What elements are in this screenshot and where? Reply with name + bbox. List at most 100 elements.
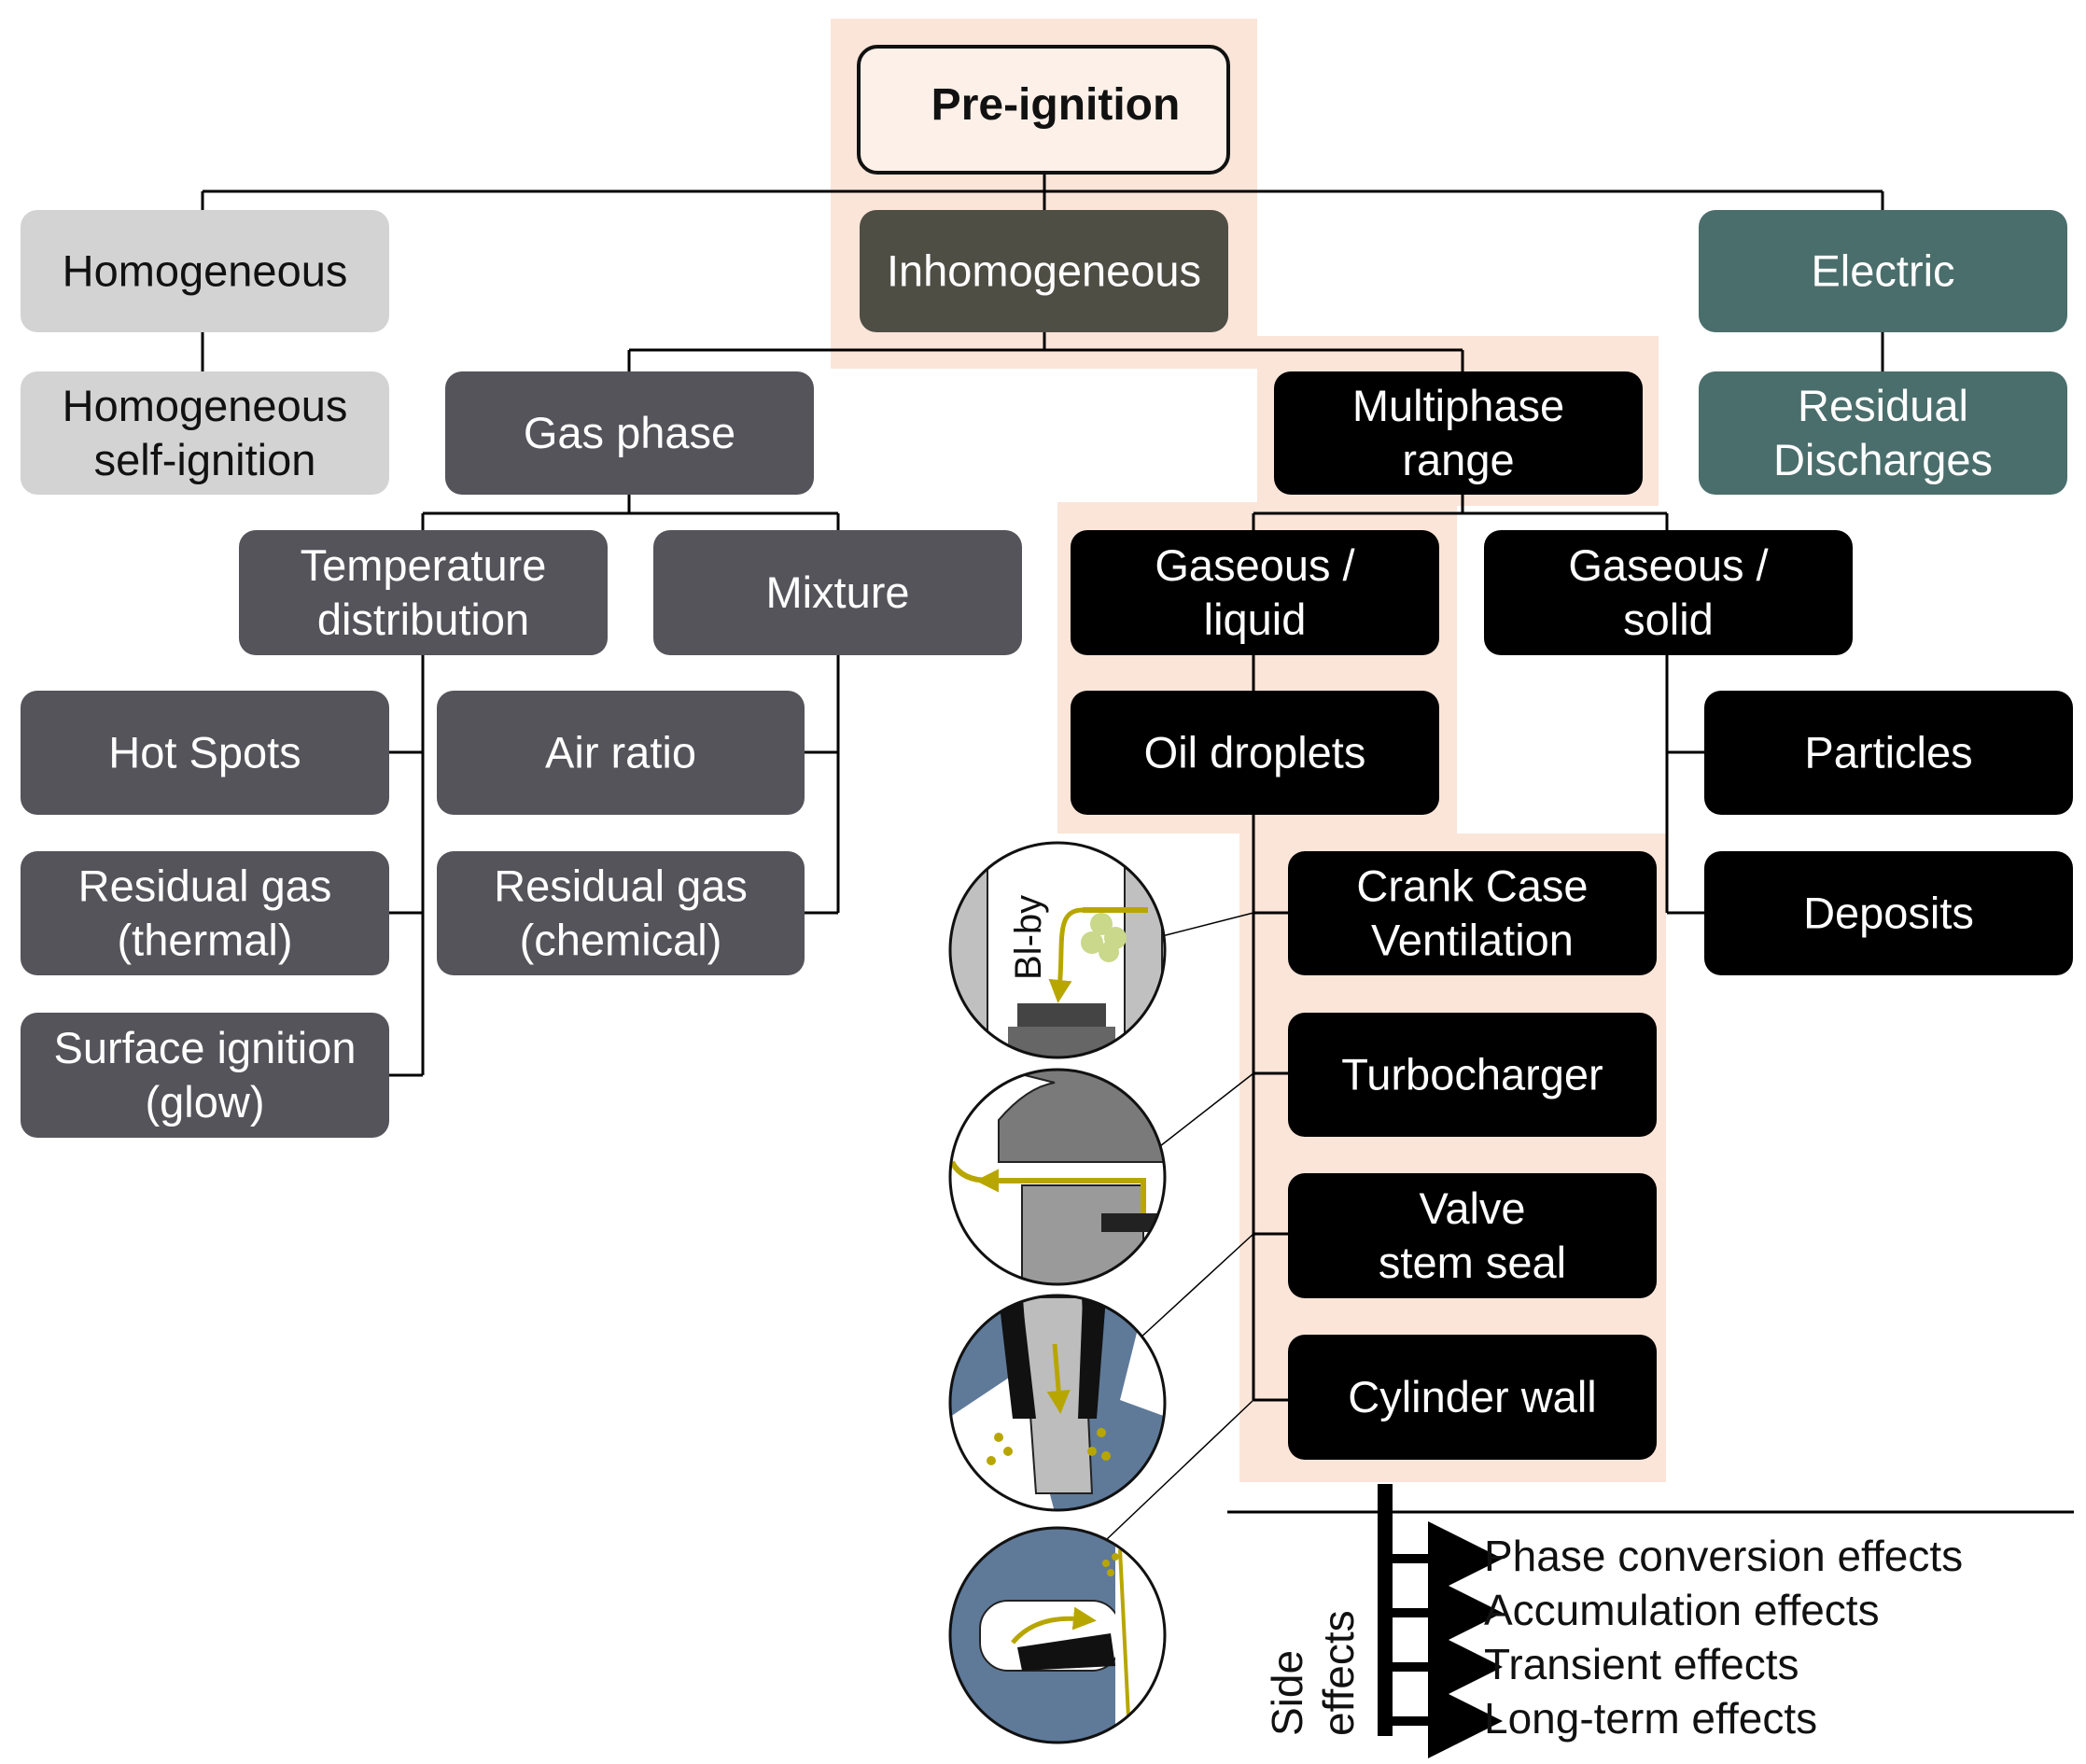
- node-box: [653, 530, 1022, 655]
- node-label: liquid: [1204, 595, 1307, 644]
- cylinder-wall-thumbnail: [948, 1526, 1167, 1744]
- node-box: [1071, 691, 1439, 815]
- node-label: Hot Spots: [108, 728, 301, 777]
- node-label: Gas phase: [524, 408, 735, 457]
- node-label: Crank Case: [1356, 861, 1588, 911]
- connector-gas-phase: [421, 495, 840, 530]
- side-effects-label-line2: effects: [1314, 1610, 1363, 1736]
- node-label: Mixture: [765, 567, 909, 617]
- node-label: Particles: [1804, 728, 1972, 777]
- node-label: Discharges: [1773, 435, 1993, 484]
- node-label: (thermal): [117, 916, 292, 965]
- node-label: Deposits: [1803, 889, 1974, 938]
- node-label: Residual gas: [78, 861, 332, 911]
- node-label: range: [1402, 435, 1514, 484]
- leader-crank-case: [1161, 912, 1254, 937]
- node-electric: Electric: [1699, 210, 2067, 332]
- connector-root: [201, 173, 1884, 210]
- node-particles: Particles: [1704, 691, 2073, 815]
- node-temperature-distribution: Temperature distribution: [239, 530, 608, 655]
- node-label: Air ratio: [545, 728, 696, 777]
- node-box: [1274, 371, 1643, 495]
- node-label: Cylinder wall: [1348, 1372, 1596, 1421]
- node-box: [860, 210, 1228, 332]
- node-box: [1699, 210, 2067, 332]
- node-box: [239, 530, 608, 655]
- node-turbocharger: Turbocharger: [1288, 1013, 1657, 1137]
- node-air-ratio: Air ratio: [437, 691, 805, 815]
- node-box: [21, 371, 389, 495]
- node-box: [21, 691, 389, 815]
- node-box: [1071, 530, 1439, 655]
- node-label: Temperature: [301, 540, 547, 590]
- node-valve-stem-seal: Valve stem seal: [1288, 1173, 1657, 1298]
- node-label: Residual: [1798, 381, 1968, 430]
- node-box: [1699, 371, 2067, 495]
- node-label: stem seal: [1379, 1238, 1566, 1287]
- connectors: [201, 173, 1884, 1541]
- connector-mixture: [805, 655, 840, 915]
- node-label: (glow): [146, 1077, 265, 1127]
- side-effect-item: Transient effects: [1484, 1640, 1799, 1688]
- node-label: Ventilation: [1371, 916, 1574, 965]
- node-label: Electric: [1811, 246, 1954, 296]
- node-label: Gaseous /: [1155, 540, 1355, 590]
- node-gaseous-liquid: Gaseous / liquid: [1071, 530, 1439, 655]
- node-oil-droplets: Oil droplets: [1071, 691, 1439, 815]
- node-residual-gas-chemical: Residual gas (chemical): [437, 851, 805, 975]
- node-label: solid: [1623, 595, 1714, 644]
- node-deposits: Deposits: [1704, 851, 2073, 975]
- node-label: Multiphase: [1352, 381, 1564, 430]
- node-label: Turbocharger: [1341, 1050, 1603, 1099]
- node-label: distribution: [317, 595, 529, 644]
- node-label: Oil droplets: [1144, 728, 1366, 777]
- side-effect-item: Accumulation effects: [1484, 1586, 1880, 1634]
- connector-multiphase: [1252, 495, 1669, 530]
- node-box: [1288, 1173, 1657, 1298]
- node-cylinder-wall: Cylinder wall: [1288, 1335, 1657, 1460]
- side-effect-item: Phase conversion effects: [1484, 1532, 1963, 1580]
- node-box: [21, 210, 389, 332]
- node-homogeneous: Homogeneous: [21, 210, 389, 332]
- node-label: Valve: [1419, 1183, 1525, 1233]
- root-node-pre-ignition: Pre-ignition: [857, 45, 1230, 175]
- node-box: [1288, 851, 1657, 975]
- node-label: Gaseous /: [1568, 540, 1769, 590]
- blowby-thumbnail: Bl-by: [948, 841, 1167, 1059]
- side-effects-panel: Side effects Phase conversion effects Ac…: [1227, 1484, 2074, 1758]
- leader-turbocharger: [1159, 1072, 1254, 1147]
- node-box: [1288, 1335, 1657, 1460]
- node-hot-spots: Hot Spots: [21, 691, 389, 815]
- node-gaseous-solid: Gaseous / solid: [1484, 530, 1853, 655]
- node-label: Residual gas: [494, 861, 748, 911]
- node-residual-gas-thermal: Residual gas (thermal): [21, 851, 389, 975]
- side-effect-item: Long-term effects: [1484, 1694, 1817, 1743]
- node-box: [437, 691, 805, 815]
- node-box: [1484, 530, 1853, 655]
- node-box: [21, 1013, 389, 1138]
- leader-valve-stem: [1138, 1233, 1254, 1340]
- node-label: Inhomogeneous: [887, 246, 1201, 296]
- connector-temperature: [388, 655, 425, 1077]
- node-label: (chemical): [520, 916, 722, 965]
- node-gas-phase: Gas phase: [445, 371, 814, 495]
- node-box: [1288, 1013, 1657, 1137]
- node-label: Surface ignition: [54, 1023, 357, 1072]
- node-surface-ignition: Surface ignition (glow): [21, 1013, 389, 1138]
- node-label: Homogeneous: [63, 246, 348, 296]
- node-label: self-ignition: [94, 435, 316, 484]
- node-mixture: Mixture: [653, 530, 1022, 655]
- node-box: [1704, 851, 2073, 975]
- node-box: [1704, 691, 2073, 815]
- turbocharger-thumbnail: [948, 1068, 1167, 1286]
- node-box: [437, 851, 805, 975]
- leader-cylinder-wall: [1105, 1399, 1254, 1541]
- connector-inhomogeneous: [627, 332, 1464, 371]
- root-label: Pre-ignition: [931, 80, 1181, 130]
- connector-gaseous-liquid: [1252, 655, 1288, 1402]
- node-box: [21, 851, 389, 975]
